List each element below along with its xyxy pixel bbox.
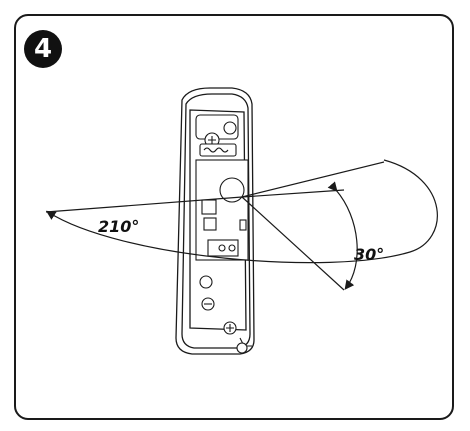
rotation-arc-210 [45,159,438,264]
small-component [239,219,247,231]
component-a [201,199,217,215]
screw-left-cross [208,136,216,144]
component-b [203,217,217,231]
circuit-board [195,159,249,261]
step-number-badge: 4 [24,30,62,68]
connector-pin-1 [218,244,226,252]
housing-outer [175,87,255,355]
upper-mechanism [195,114,239,157]
lower-section [199,275,252,354]
reference-line-tilt-top [241,189,345,198]
label-30-degrees: 30° [354,245,384,264]
bottom-screw [236,342,248,354]
rotation-arc-30 [327,181,358,290]
housing-plate [189,109,247,331]
spring-coil [203,147,229,153]
housing-inner [181,93,251,349]
reference-line-left [45,196,243,213]
vertical-rotation-indicator [241,181,358,291]
sensor-module [219,177,245,203]
label-210-degrees: 210° [98,217,139,236]
upper-screw-right [223,121,237,135]
lower-hole [199,275,213,289]
device-housing [175,87,255,355]
spring-housing [199,143,237,157]
reference-line-right [241,161,385,198]
connector-pin-2 [228,244,236,252]
horizontal-rotation-indicator [45,159,438,264]
reference-line-tilt-bottom [241,196,345,291]
